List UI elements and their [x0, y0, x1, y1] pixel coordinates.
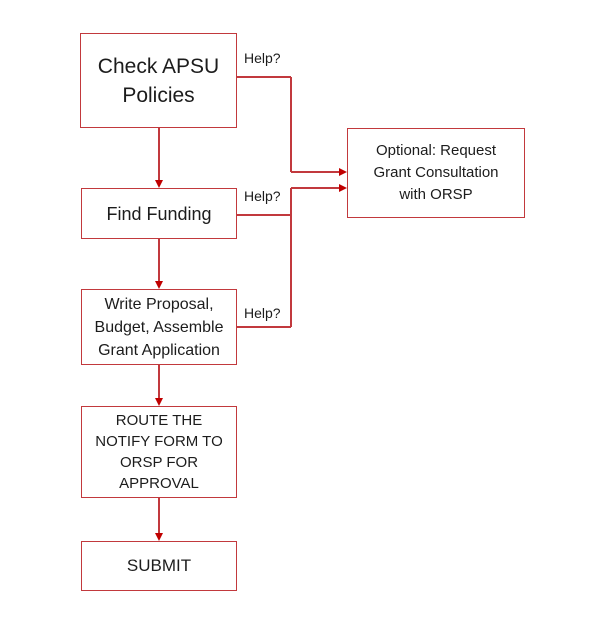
flow-node-label-line: ORSP FOR	[119, 454, 199, 471]
arrowhead-down-icon	[154, 281, 163, 289]
connector-line	[237, 214, 291, 216]
flow-node-label-line: SUBMIT	[126, 556, 192, 575]
flow-node-label-line: ROUTE THE	[115, 412, 203, 429]
connector-line	[291, 187, 339, 189]
connector-line	[237, 76, 291, 78]
flow-node-label-line: Grant Application	[98, 341, 220, 359]
flow-node-label-line: Find Funding	[106, 203, 212, 224]
connector-line	[158, 128, 160, 181]
connector-line	[291, 171, 339, 173]
flow-node-label-line: NOTIFY FORM TO	[95, 433, 223, 450]
connector-line	[158, 498, 160, 534]
flow-node-label-line: Optional: Request	[375, 142, 497, 159]
arrowhead-right-icon	[339, 167, 347, 176]
connector-line	[290, 77, 292, 172]
flow-node-label-line: with ORSP	[399, 186, 473, 203]
flow-node-check-apsu-policies: Check APSU Policies	[80, 33, 237, 128]
flow-node-find-funding: Find Funding	[81, 188, 237, 239]
help-label: Help?	[244, 188, 281, 204]
connector-line	[290, 188, 292, 327]
flow-node-route-notify-form: ROUTE THE NOTIFY FORM TO ORSP FOR APPROVAL	[81, 406, 237, 498]
arrowhead-right-icon	[339, 183, 347, 192]
arrowhead-down-icon	[154, 398, 163, 406]
flow-node-label-line: Write Proposal,	[104, 295, 214, 313]
connector-line	[237, 326, 291, 328]
help-label: Help?	[244, 50, 281, 66]
arrowhead-down-icon	[154, 180, 163, 188]
flow-node-label-line: APPROVAL	[119, 475, 199, 492]
connector-line	[158, 239, 160, 282]
flow-node-label-line: Check APSU	[97, 54, 220, 78]
arrowhead-down-icon	[154, 533, 163, 541]
flow-node-label-line: Grant Consultation	[373, 164, 499, 181]
connector-line	[158, 365, 160, 399]
flow-node-label-line: Budget, Assemble	[94, 318, 224, 336]
flow-node-submit: SUBMIT	[81, 541, 237, 591]
flow-node-label-line: Policies	[122, 83, 195, 107]
help-label: Help?	[244, 305, 281, 321]
